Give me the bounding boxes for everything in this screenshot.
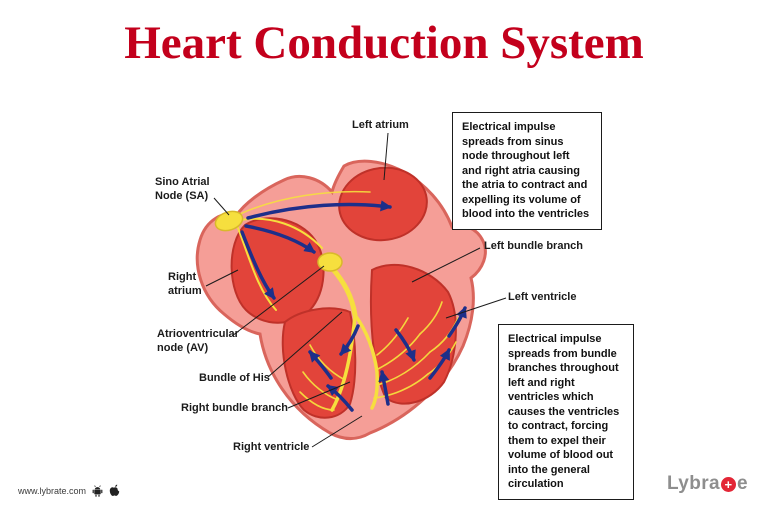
conduction-system	[214, 190, 459, 412]
label-left-bundle-branch: Left bundle branch	[484, 240, 583, 252]
label-right-ventricle: Right ventricle	[233, 441, 310, 453]
label-left-ventricle: Left ventricle	[508, 291, 577, 303]
page-title: Heart Conduction System	[124, 17, 644, 69]
brand-prefix: Lybra	[666, 473, 721, 494]
purkinje-fibers	[299, 301, 459, 411]
left-bundle-branch-path	[353, 313, 379, 410]
brand-suffix: e	[737, 473, 748, 494]
impulse-arrows	[240, 200, 467, 412]
brand-logo: Lybra + e	[667, 473, 748, 495]
right-bundle-branch-path	[330, 313, 357, 412]
android-icon	[92, 484, 103, 497]
label-sino-atrial-node: Sino Atrial Node (SA)	[155, 176, 210, 202]
label-left-atrium: Left atrium	[352, 119, 409, 131]
label-bundle-of-his: Bundle of His	[199, 372, 270, 384]
label-atrioventricular-node: Atrioventricular node (AV)	[157, 328, 239, 354]
label-right-bundle-branch: Right bundle branch	[181, 402, 288, 414]
footer: www.lybrate.com	[18, 484, 120, 497]
leader-lines	[205, 132, 507, 448]
callout-ventricles: Electrical impulse spreads from bundle b…	[498, 324, 634, 500]
callout-atria: Electrical impulse spreads from sinus no…	[452, 112, 602, 230]
apple-icon	[109, 484, 120, 496]
lybrate-plus-icon: +	[721, 476, 737, 492]
label-right-atrium: Right atrium	[168, 271, 202, 297]
bundle-of-his	[329, 265, 358, 318]
website-url: www.lybrate.com	[18, 485, 87, 496]
